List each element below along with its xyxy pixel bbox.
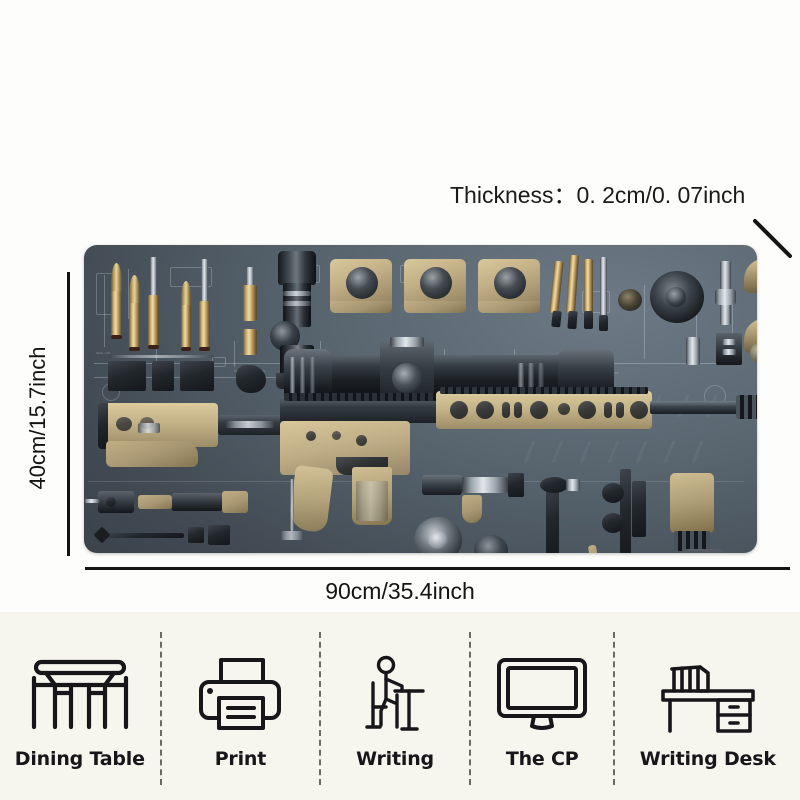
product-photo-area: Thickness：0. 2cm/0. 07inch [25,182,792,604]
usecase-print: Print [162,612,320,800]
usecase-divider-2 [319,632,322,785]
thickness-leader-line [753,219,792,258]
usecase-dining-table: Dining Table [0,612,160,800]
usecase-strip: Dining Table Print [0,612,800,800]
person-writing-icon [357,652,433,738]
thickness-label: Thickness：0. 2cm/0. 07inch [450,182,746,208]
height-dimension-line [67,272,70,556]
usecase-label: The CP [505,748,579,770]
usecase-writing-desk: Writing Desk [615,612,800,800]
height-dimension-label: 40cm/15.7inch [25,346,50,490]
mouse-pad-product: MIL-STD-1913 RAIL TORQUE 45 IN-LB SER. N… [84,245,757,553]
printer-icon [199,652,282,738]
width-dimension-line [85,567,790,570]
mouse-pad-artwork: MIL-STD-1913 RAIL TORQUE 45 IN-LB SER. N… [84,245,757,553]
width-dimension-label: 90cm/35.4inch [325,578,475,604]
usecase-label: Writing [356,748,434,770]
usecase-writing: Writing [321,612,469,800]
usecase-label: Dining Table [14,748,145,770]
usecase-label: Writing Desk [639,748,776,770]
dining-table-icon [25,652,135,738]
usecase-divider-1 [159,632,162,785]
monitor-icon [496,652,588,738]
usecase-label: Print [214,748,267,770]
usecase-the-cp: The CP [471,612,614,800]
usecase-divider-3 [468,632,471,785]
usecase-divider-4 [613,632,616,785]
writing-desk-icon [658,652,758,738]
